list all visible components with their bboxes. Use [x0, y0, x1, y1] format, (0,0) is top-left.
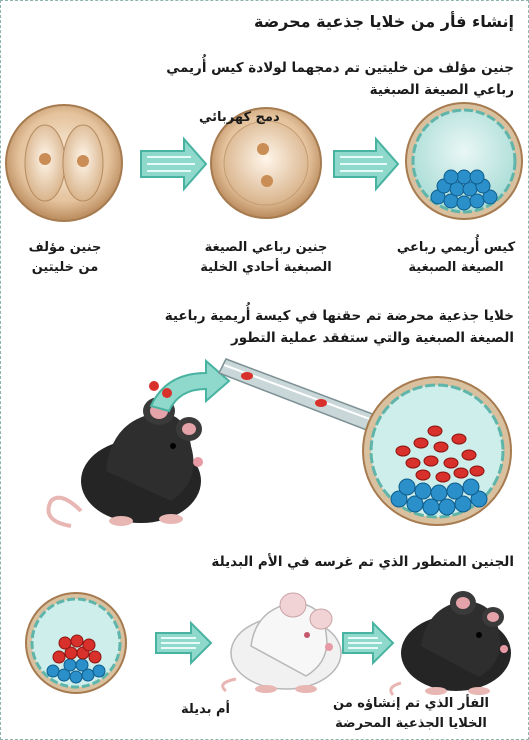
created-mouse-label-line2: الخلايا الجذعية المحرضة	[306, 715, 516, 733]
blastocyst-label-line2: الصيغة الصبغية	[391, 259, 521, 277]
fusion-label: دمج كهربائي	[199, 109, 280, 127]
section3-illustration	[1, 591, 528, 701]
developed-blastocyst	[26, 593, 126, 693]
arrow-icon	[334, 139, 398, 189]
injected-blastocyst	[363, 377, 511, 525]
white-mouse-icon	[223, 593, 341, 693]
two-cell-label-line2: من خليتين	[9, 259, 121, 277]
created-mouse-label-line1: الفأر الذي تم إنشاؤه من	[306, 695, 516, 713]
curved-arrow-icon	[149, 361, 229, 411]
section2-heading-line2: الصيغة الصبغية والتي ستفقد عملية التطور	[231, 329, 514, 348]
arrow-icon	[141, 139, 206, 189]
two-cell-embryo	[6, 105, 122, 221]
black-mouse-icon	[49, 397, 204, 526]
arrow-icon	[156, 623, 211, 663]
tetraploid-blastocyst	[406, 103, 522, 219]
surrogate-label: أم بديلة	[181, 701, 230, 719]
arrow-icon	[343, 623, 393, 663]
two-cell-label-line1: جنين مؤلف	[9, 239, 121, 257]
black-mouse-icon	[391, 591, 511, 695]
tetraploid-label-line2: الصبغية أحادي الخلية	[181, 259, 351, 277]
tetraploid-label-line1: جنين رباعي الصيغة	[181, 239, 351, 257]
section2-heading-line1: خلايا جذعية محرضة تم حقنها في كيسة أُريم…	[165, 307, 514, 326]
section2-caption: الجنين المتطور الذي تم غرسه في الأم البد…	[211, 553, 514, 572]
section2-illustration	[1, 351, 528, 541]
blastocyst-label-line1: كيس أُريمي رباعي	[391, 239, 521, 257]
